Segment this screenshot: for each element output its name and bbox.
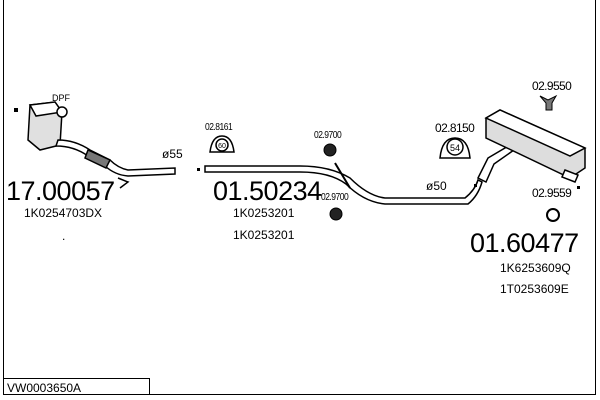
diameter-50: ø50 bbox=[426, 179, 447, 193]
note-dot: . bbox=[62, 229, 66, 243]
diagram-frame bbox=[3, 0, 596, 395]
dpf-label: DPF bbox=[52, 93, 70, 103]
part-number-1: 17.00057 bbox=[6, 176, 115, 206]
rubber-mount-02-9700-upper[interactable] bbox=[323, 143, 337, 157]
ref-02-9550: 02.9550 bbox=[532, 79, 572, 93]
ref-02-8161: 02.8161 bbox=[205, 122, 233, 133]
dpf-catalyst[interactable] bbox=[14, 101, 176, 189]
clamp-02-8150[interactable]: 54 bbox=[439, 137, 471, 159]
oe-number-2b: 1K0253201 bbox=[233, 228, 295, 242]
oe-number-3a: 1K6253609Q bbox=[500, 261, 571, 275]
oe-number-3b: 1T0253609E bbox=[500, 282, 569, 296]
svg-text:54: 54 bbox=[450, 143, 460, 153]
ref-02-8150: 02.8150 bbox=[435, 121, 475, 135]
ref-02-9559: 02.9559 bbox=[532, 186, 572, 200]
vehicle-code: VW0003650A bbox=[3, 378, 150, 395]
oe-number-1: 1K0254703DX bbox=[24, 206, 103, 220]
rubber-mount-02-9559[interactable] bbox=[546, 208, 560, 222]
ref-02-9700-lower: 02.9700 bbox=[321, 192, 349, 203]
ref-02-9700-upper: 02.9700 bbox=[314, 130, 342, 141]
diameter-55: ø55 bbox=[162, 147, 183, 161]
hanger-02-9550[interactable] bbox=[539, 94, 558, 111]
clamp-02-8161[interactable]: 60 bbox=[209, 135, 235, 153]
part-number-3: 01.60477 bbox=[470, 228, 579, 258]
rear-silencer[interactable] bbox=[474, 109, 587, 189]
intermediate-pipe[interactable] bbox=[197, 162, 483, 205]
rubber-mount-02-9700-lower[interactable] bbox=[329, 207, 343, 221]
oe-number-2a: 1K0253201 bbox=[233, 206, 295, 220]
part-number-2: 01.50234 bbox=[213, 176, 322, 206]
svg-text:60: 60 bbox=[218, 143, 226, 150]
